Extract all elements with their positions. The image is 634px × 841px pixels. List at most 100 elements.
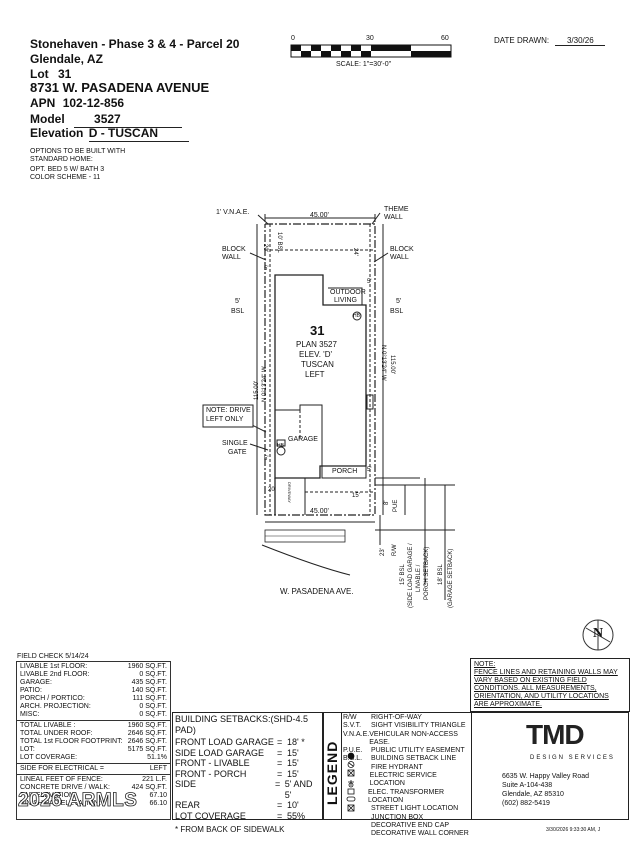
setbacks-title: BUILDING SETBACKS:(SHD-4.5 PAD) (175, 714, 309, 735)
area-label: GARAGE: (20, 679, 52, 686)
legend-row: JUNCTION BOX (343, 814, 469, 822)
date-value: 3/30/26 (555, 36, 606, 46)
fence-row: CONCRETE DRIVE / WALK:424 SQ.FT. (20, 784, 167, 792)
block-wall-left-1: BLOCK (222, 246, 246, 253)
area-table: LIVABLE 1st FLOOR:1960 SQ.FT.LIVABLE 2nd… (16, 661, 171, 820)
notes-line: FENCE LINES AND RETAINING WALLS MAY (474, 669, 618, 676)
total-label: TOTAL LIVABLE : (20, 722, 76, 729)
area-row: MISC:0 SQ.FT. (20, 711, 167, 719)
setback-value: 15' (287, 768, 299, 779)
total-label: LOT COVERAGE: (20, 754, 78, 761)
total-row: TOTAL 1st FLOOR FOOTPRINT:2646 SQ.FT. (20, 738, 167, 746)
street-name: W. PASADENA AVE. (280, 587, 354, 596)
legend-abbrev (343, 822, 371, 830)
plan-elevation: ELEV. 'D' (299, 350, 332, 359)
legend-row: DECORATIVE END CAP (343, 822, 469, 830)
hose-bib-icon: HB (353, 313, 360, 319)
bsl-right-dim: 5' (396, 298, 402, 305)
fence-label: FINISH PAD ELEVATION: (20, 800, 101, 807)
watermark: 2026 ARMLS (18, 790, 138, 812)
setback-label: FRONT - PORCH (175, 768, 247, 779)
options-title-2: STANDARD HOME: (30, 156, 93, 163)
fence-label: LINEAL FEET OF FENCE: (20, 776, 103, 783)
apn-value: 102-12-856 (62, 96, 125, 110)
total-label: TOTAL 1st FLOOR FOOTPRINT: (20, 738, 123, 745)
legend-abbrev: P.U.E. (343, 747, 363, 755)
legend-desc: BUILDING SETBACK LINE (371, 755, 457, 763)
setback-label: SIDE (175, 779, 197, 789)
side-5-dim-porch: 5' (367, 467, 372, 473)
setback-eq: = (274, 779, 281, 789)
company-logo: TMD (526, 719, 585, 750)
pue-8-dim: 8' (384, 500, 390, 505)
totals-list: TOTAL LIVABLE : 1960 SQ.FT.TOTAL UNDER RO… (17, 721, 170, 764)
area-row: LIVABLE 2nd FLOOR:0 SQ.FT. (20, 671, 167, 679)
setback-value: 18' * (287, 737, 305, 747)
setback-label: SIDE LOAD GARAGE (175, 747, 265, 758)
legend-desc: DECORATIVE END CAP (371, 821, 450, 829)
hose-bib-icon-2: HB (277, 443, 284, 449)
total-label: LOT: (20, 746, 35, 753)
theme-wall-label-1: THEME (384, 206, 409, 213)
setback-row: SIDE LOAD GARAGE=15' (175, 748, 321, 759)
setback-row: SIDE=5' AND 5' (175, 779, 321, 800)
total-row: TOTAL UNDER ROOF:2646 SQ.FT. (20, 730, 167, 738)
bsl-top-dim: 10' BSL (276, 232, 282, 253)
apn-row: APN 102-12-856 (30, 95, 124, 111)
options-line-1: OPT. BED 5 W/ BATH 3 (30, 166, 105, 173)
setback-row: FRONT LOAD GARAGE=18' * (175, 737, 321, 748)
legend-row: ELECTRIC SERVICE LOCATION (343, 772, 469, 789)
fence-row: FINISH PAD ELEVATION:66.10 (20, 800, 167, 808)
total-value: 1960 SQ.FT. (127, 722, 167, 729)
setbacks-footnote: * FROM BACK OF SIDEWALK (175, 825, 285, 834)
setback-eq: = (277, 747, 283, 758)
city-name: Glendale, AZ (30, 52, 103, 66)
setback-eq: = (277, 800, 283, 810)
total-row: LOT COVERAGE: 51.1% (20, 754, 167, 762)
elevation-label: Elevation (30, 126, 84, 140)
electrical-label: SIDE FOR ELECTRICAL = (20, 765, 104, 772)
single-gate-2: GATE (228, 449, 247, 456)
outdoor-living-2: LIVING (334, 297, 357, 304)
vnae-label: 1' V.N.A.E. (216, 209, 250, 216)
lot-number: 31 (310, 323, 325, 338)
legend-row: B.S.L.BUILDING SETBACK LINE (343, 755, 469, 763)
front-20-dim: 20' (268, 487, 276, 493)
company-addr1: 6635 W. Happy Valley Road (502, 773, 590, 780)
legend-divider (341, 713, 342, 819)
bearing-right: N 0°13'24" W (380, 345, 386, 381)
setback-row: FRONT - LIVABLE=15' (175, 758, 321, 769)
depth-right-dim: 115.00' (389, 355, 395, 375)
legend-symbols (346, 752, 356, 812)
legend-row: STREET LIGHT LOCATION (343, 805, 469, 813)
area-row: PORCH / PORTICO:111 SQ.FT. (20, 695, 167, 703)
notes-line: ORIENTATION, AND UTILITY LOCATIONS (474, 693, 609, 700)
area-label: LIVABLE 2nd FLOOR: (20, 671, 90, 678)
date-label: DATE DRAWN: (494, 36, 550, 45)
legend-title: LEGEND (324, 740, 340, 805)
area-row: PATIO:140 SQ.FT. (20, 687, 167, 695)
bsl18-dim: 18' BSL (438, 564, 444, 585)
address: 8731 W. PASADENA AVENUE (30, 80, 210, 95)
bsl15-note-3: PORCH SETBACK) (424, 546, 430, 600)
bsl-left-dim: 5' (235, 298, 241, 305)
company-box: TMD DESIGN SERVICES 6635 W. Happy Valley… (470, 712, 629, 820)
area-value: 111 SQ.FT. (132, 695, 167, 702)
theme-wall-label-2: WALL (384, 214, 403, 221)
garage-label: GARAGE (288, 436, 318, 443)
width-bottom-dim: 45.00' (310, 508, 329, 515)
subdivision-name: Stonehaven - Phase 3 & 4 - Parcel 20 (30, 37, 240, 51)
legend-desc: PUBLIC UTILITY EASEMENT (371, 747, 465, 755)
block-wall-right-2: WALL (390, 254, 409, 261)
total-value: 51.1% (147, 754, 167, 761)
top-20-dim: 20' (262, 244, 268, 252)
options-line-2: COLOR SCHEME - 11 (30, 174, 101, 181)
legend-desc: DECORATIVE WALL CORNER (371, 830, 469, 838)
setback-row: FRONT - PORCH=15' (175, 769, 321, 780)
model-label: Model (30, 112, 65, 126)
fence-value: 221 L.F. (142, 776, 167, 783)
legend-desc: VEHICULAR NON-ACCESS EASE. (369, 730, 458, 746)
area-row: GARAGE:435 SQ.FT. (20, 679, 167, 687)
